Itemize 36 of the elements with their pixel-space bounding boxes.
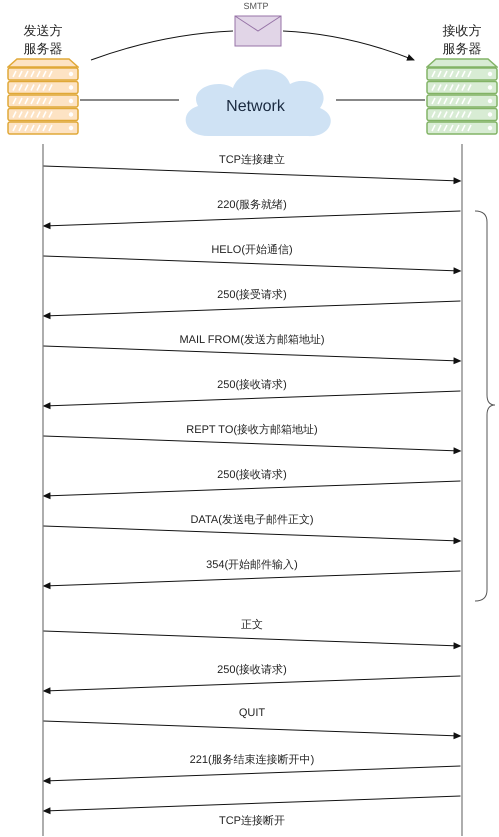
protocol-label: SMTP — [242, 1, 270, 11]
edge-label: 221(服务结束连接断开中) — [188, 752, 316, 767]
arrow — [43, 256, 462, 274]
arrow — [42, 766, 461, 784]
arrow — [42, 210, 461, 230]
node-label: Network — [225, 98, 286, 116]
edge-label: 正文 — [239, 617, 265, 632]
edge-label: 250(接收请求) — [215, 377, 289, 392]
server-label: 发送方服务器 — [22, 22, 64, 58]
edge-label: QUIT — [236, 707, 268, 719]
edge-label: 220(服务就绪) — [215, 197, 289, 212]
arrow — [42, 796, 461, 814]
edge-label: HELO(开始通信) — [209, 242, 295, 257]
arrow — [42, 480, 461, 500]
arrow — [282, 30, 415, 61]
edge-label: 250(接受请求) — [215, 287, 289, 302]
line — [90, 30, 234, 60]
edge-label: MAIL FROM(发送方邮箱地址) — [177, 332, 327, 347]
arrow — [43, 526, 462, 544]
edge-label: 250(接收请求) — [215, 467, 289, 482]
arrow — [42, 570, 461, 590]
arrow — [43, 436, 462, 454]
arrow — [42, 300, 461, 320]
arrow — [43, 346, 462, 364]
arrow — [42, 390, 461, 410]
server-label: 接收方服务器 — [442, 22, 482, 58]
edge-label: TCP连接建立 — [217, 152, 287, 167]
edge-label: 250(接收请求) — [215, 662, 289, 677]
arrow — [42, 676, 461, 694]
edge-label: 354(开始邮件输入) — [204, 557, 300, 572]
edge-label: REPT TO(接收方邮箱地址) — [184, 422, 320, 437]
arrow — [43, 630, 462, 650]
edge-label: DATA(发送电子邮件正文) — [188, 512, 316, 527]
edge-label: TCP连接断开 — [217, 813, 287, 828]
arrow — [43, 720, 462, 740]
arrow — [43, 166, 462, 184]
